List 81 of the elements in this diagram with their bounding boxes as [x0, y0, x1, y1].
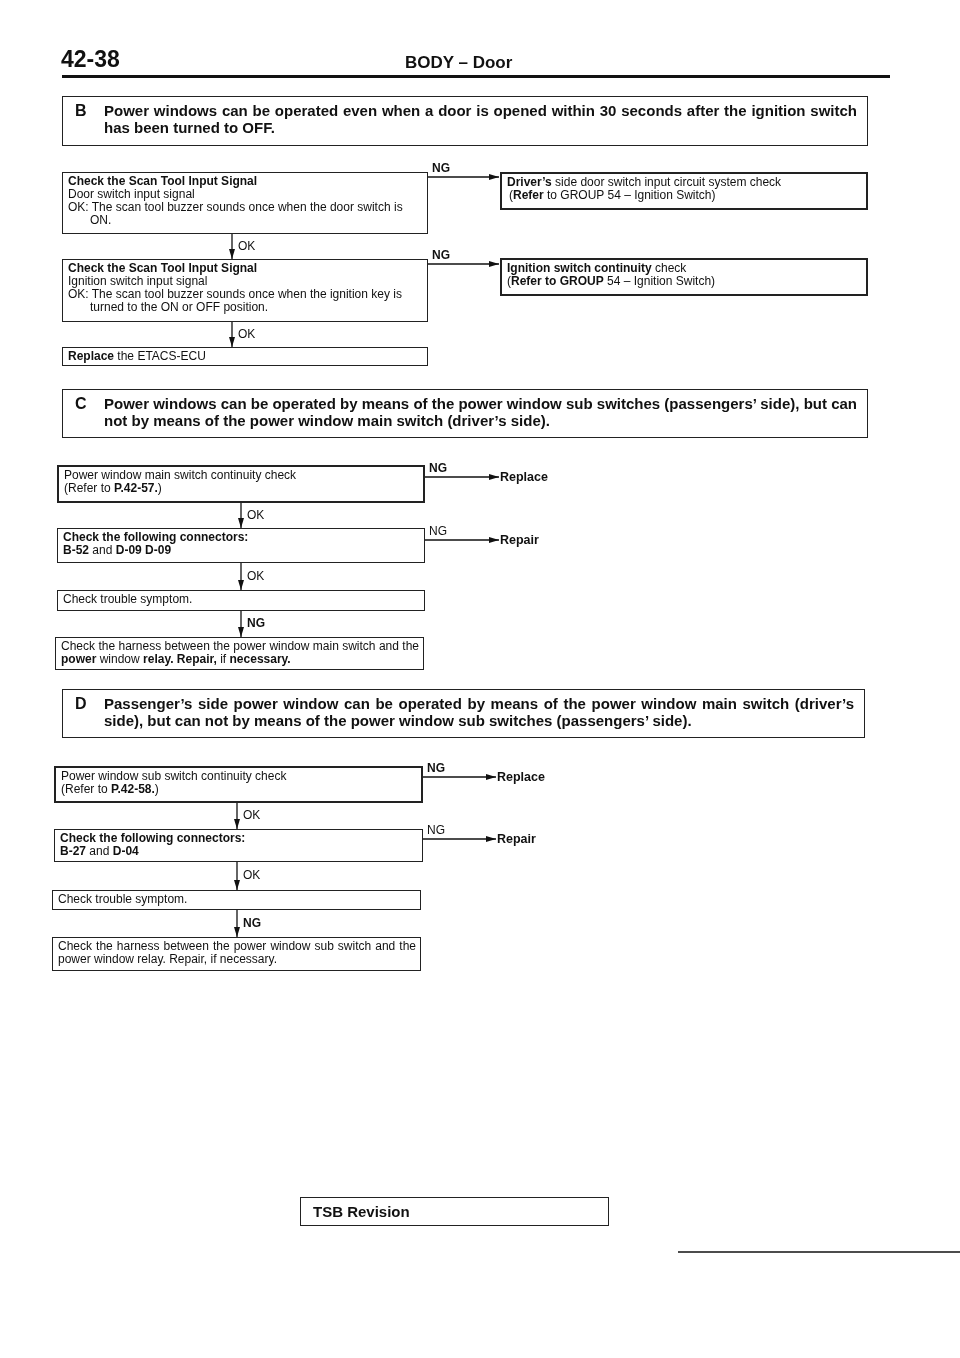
box-heading: Check the following connectors: [60, 832, 247, 845]
edge-label: NG [426, 762, 446, 775]
edge-label: NG [242, 916, 262, 930]
section-header-box [62, 689, 865, 738]
section-heading: Passenger’s side power window can be operated by means of the power window main switch (driver’s side), but can not by means of the power window sub switches (passengers’ side). [104, 695, 854, 729]
box-text: (Refer to GROUP 54 – Ignition Switch) [508, 189, 716, 202]
edge-label: NG [431, 162, 451, 175]
arrow [238, 502, 244, 529]
edge-label: NG [428, 525, 448, 538]
process-box [55, 637, 424, 670]
box-text: Check the harness between the power window sub switch and the power window relay. Repair, if necessary. [58, 940, 416, 966]
box-text: Replace the ETACS-ECU [68, 350, 207, 363]
arrow [238, 562, 244, 591]
box-text: Check the harness between the power window main switch and the power window relay. Repair, if necessary. [61, 640, 419, 666]
process-box [57, 465, 425, 503]
arrow [229, 233, 235, 260]
process-box [52, 890, 421, 910]
arrow [238, 610, 244, 638]
box-heading: Check the Scan Tool Input Signal [68, 262, 259, 275]
edge-label: NG [431, 249, 451, 262]
edge-label: OK [246, 508, 266, 522]
edge-label: OK [242, 869, 262, 882]
edge-label: OK [242, 809, 262, 822]
box-text: Check trouble symptom. [58, 893, 189, 906]
arrow [422, 774, 497, 780]
edge-label: OK [237, 327, 257, 341]
box-heading: Check the following connectors: [63, 531, 250, 544]
process-box [54, 766, 423, 803]
edge-label: NG [426, 824, 446, 837]
revision-box [300, 1197, 609, 1226]
box-text: (Refer to P.42-57.) [64, 482, 163, 495]
arrow [234, 861, 240, 891]
process-box [62, 347, 428, 366]
process-box [62, 259, 428, 322]
box-text: OK: The scan tool buzzer sounds once when the ignition key is turned to the ON or OFF position. [68, 288, 403, 314]
box-text: B-27 and D-04 [60, 845, 139, 858]
box-text: (Refer to P.42-58.) [61, 783, 160, 796]
process-box [62, 172, 428, 234]
result-label: Repair [497, 831, 536, 847]
box-text: Ignition switch input signal [68, 275, 208, 288]
arrow [234, 909, 240, 938]
section-header-box [62, 96, 868, 146]
process-box [54, 829, 423, 862]
arrow [229, 321, 235, 348]
arrow [424, 537, 500, 543]
result-label: Replace [500, 469, 548, 485]
edge-label: OK [246, 569, 266, 583]
box-text: Door switch input signal [68, 188, 195, 201]
process-box [500, 172, 868, 210]
arrow [234, 802, 240, 830]
box-text: OK: The scan tool buzzer sounds once when the door switch is ON. [68, 201, 404, 227]
box-text: Power window sub switch continuity check [61, 770, 288, 783]
section-heading: Power windows can be operated even when a door is opened within 30 seconds after the ignition switch has been turned to OFF. [104, 102, 857, 136]
process-box [57, 528, 425, 563]
box-heading: Check the Scan Tool Input Signal [68, 175, 259, 188]
section-letter: C [75, 395, 87, 412]
section-letter: B [75, 102, 87, 119]
box-text: (Refer to GROUP 54 – Ignition Switch) [507, 275, 717, 288]
arrow [427, 261, 500, 267]
result-label: Replace [497, 769, 545, 785]
edge-label: NG [428, 462, 448, 475]
page-title: BODY – Door [405, 53, 513, 73]
box-text: B-52 and D-09 D-09 [63, 544, 172, 557]
edge-label: OK [237, 239, 257, 253]
box-text: Power window main switch continuity check [64, 469, 298, 482]
section-letter: D [75, 695, 87, 712]
box-text: Driver’s side door switch input circuit system check [507, 176, 783, 189]
box-text: Check trouble symptom. [63, 593, 194, 606]
process-box [500, 258, 868, 296]
arrow [422, 836, 497, 842]
process-box [57, 590, 425, 611]
section-heading: Power windows can be operated by means of the power window sub switches (passengers’ side), but can not by means of the power window main switch (driver’s side). [104, 395, 857, 429]
edge-label: NG [246, 617, 266, 630]
box-text: Ignition switch continuity check [507, 262, 688, 275]
section-header-box [62, 389, 868, 438]
process-box [52, 937, 421, 971]
arrow [427, 174, 500, 180]
revision-label: TSB Revision [313, 1203, 410, 1220]
page-number: 42-38 [61, 46, 120, 72]
result-label: Repair [500, 532, 539, 548]
arrow [424, 474, 500, 480]
